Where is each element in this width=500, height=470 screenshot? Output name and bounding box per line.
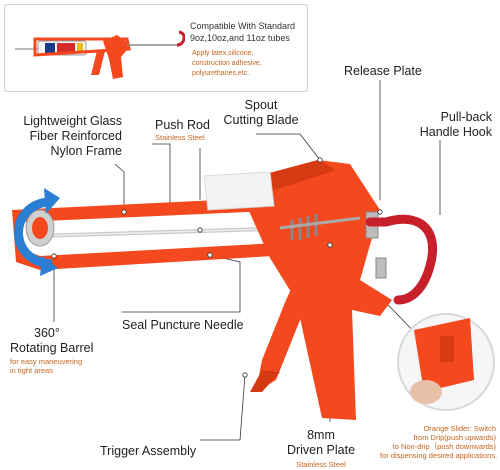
spout-label: Spout Cutting Blade xyxy=(218,98,304,128)
release-plate-label: Release Plate xyxy=(344,64,422,78)
compat-line-2: 9oz,10oz,and 11oz tubes xyxy=(190,33,290,43)
barrel-label-line-2: Rotating Barrel xyxy=(10,341,94,355)
compat-text: Compatible With Standard 9oz,10oz,and 11… xyxy=(190,20,295,44)
apply-line-1: Apply latex,silicone, xyxy=(192,50,254,57)
barrel-sub-line-2: in tight areas xyxy=(10,366,53,375)
spout-label-line-2: Cutting Blade xyxy=(223,113,299,127)
slider-note-line-3: to Non-drip（push downwards) xyxy=(392,442,496,451)
barrel-label-line-1: 360° xyxy=(34,326,60,340)
frame-label: Lightweight Glass Fiber Reinforced Nylon… xyxy=(4,114,122,159)
driven-plate-line-1: 8mm xyxy=(307,428,335,442)
hook-label: Pull-back Handle Hook xyxy=(404,110,492,140)
apply-text: Apply latex,silicone, construction adhes… xyxy=(192,49,262,79)
push-rod-sub: Stainless Steel xyxy=(155,133,205,142)
hook-label-line-1: Pull-back xyxy=(440,110,492,124)
frame-label-line-1: Lightweight Glass xyxy=(23,114,122,128)
slider-note-line-4: for dispensing desired applications. xyxy=(380,451,498,460)
barrel-label: 360° Rotating Barrel xyxy=(10,326,93,356)
inset-panel: Compatible With Standard 9oz,10oz,and 11… xyxy=(4,4,308,92)
seal-needle-label: Seal Puncture Needle xyxy=(122,318,244,332)
barrel-sub: for easy maneuvering in tight areas xyxy=(10,357,82,375)
barrel-sub-line-1: for easy maneuvering xyxy=(10,357,83,366)
slider-note: Orange Slider: Switch from Drip(push upw… xyxy=(380,424,498,460)
frame-label-line-2: Fiber Reinforced xyxy=(29,129,122,143)
driven-plate-line-2: Driven Plate xyxy=(286,443,356,457)
mini-caulking-gun-image xyxy=(15,30,185,79)
apply-line-2: construction adhesive, xyxy=(192,60,262,67)
driven-plate-sub: Stainless Steel xyxy=(296,460,346,469)
apply-line-3: polyurethanes,etc. xyxy=(192,70,250,77)
push-rod-label: Push Rod xyxy=(155,118,210,132)
driven-plate-label: 8mm Driven Plate xyxy=(266,428,376,458)
hook-label-line-2: Handle Hook xyxy=(419,125,492,139)
spout-label-line-1: Spout xyxy=(244,98,278,112)
slider-note-line-1: Orange Slider: Switch xyxy=(423,424,496,433)
frame-label-line-3: Nylon Frame xyxy=(50,144,122,158)
trigger-label: Trigger Assembly xyxy=(100,444,197,458)
compat-line-1: Compatible With Standard xyxy=(190,21,296,31)
slider-note-line-2: from Drip(push upwards) xyxy=(413,433,496,442)
